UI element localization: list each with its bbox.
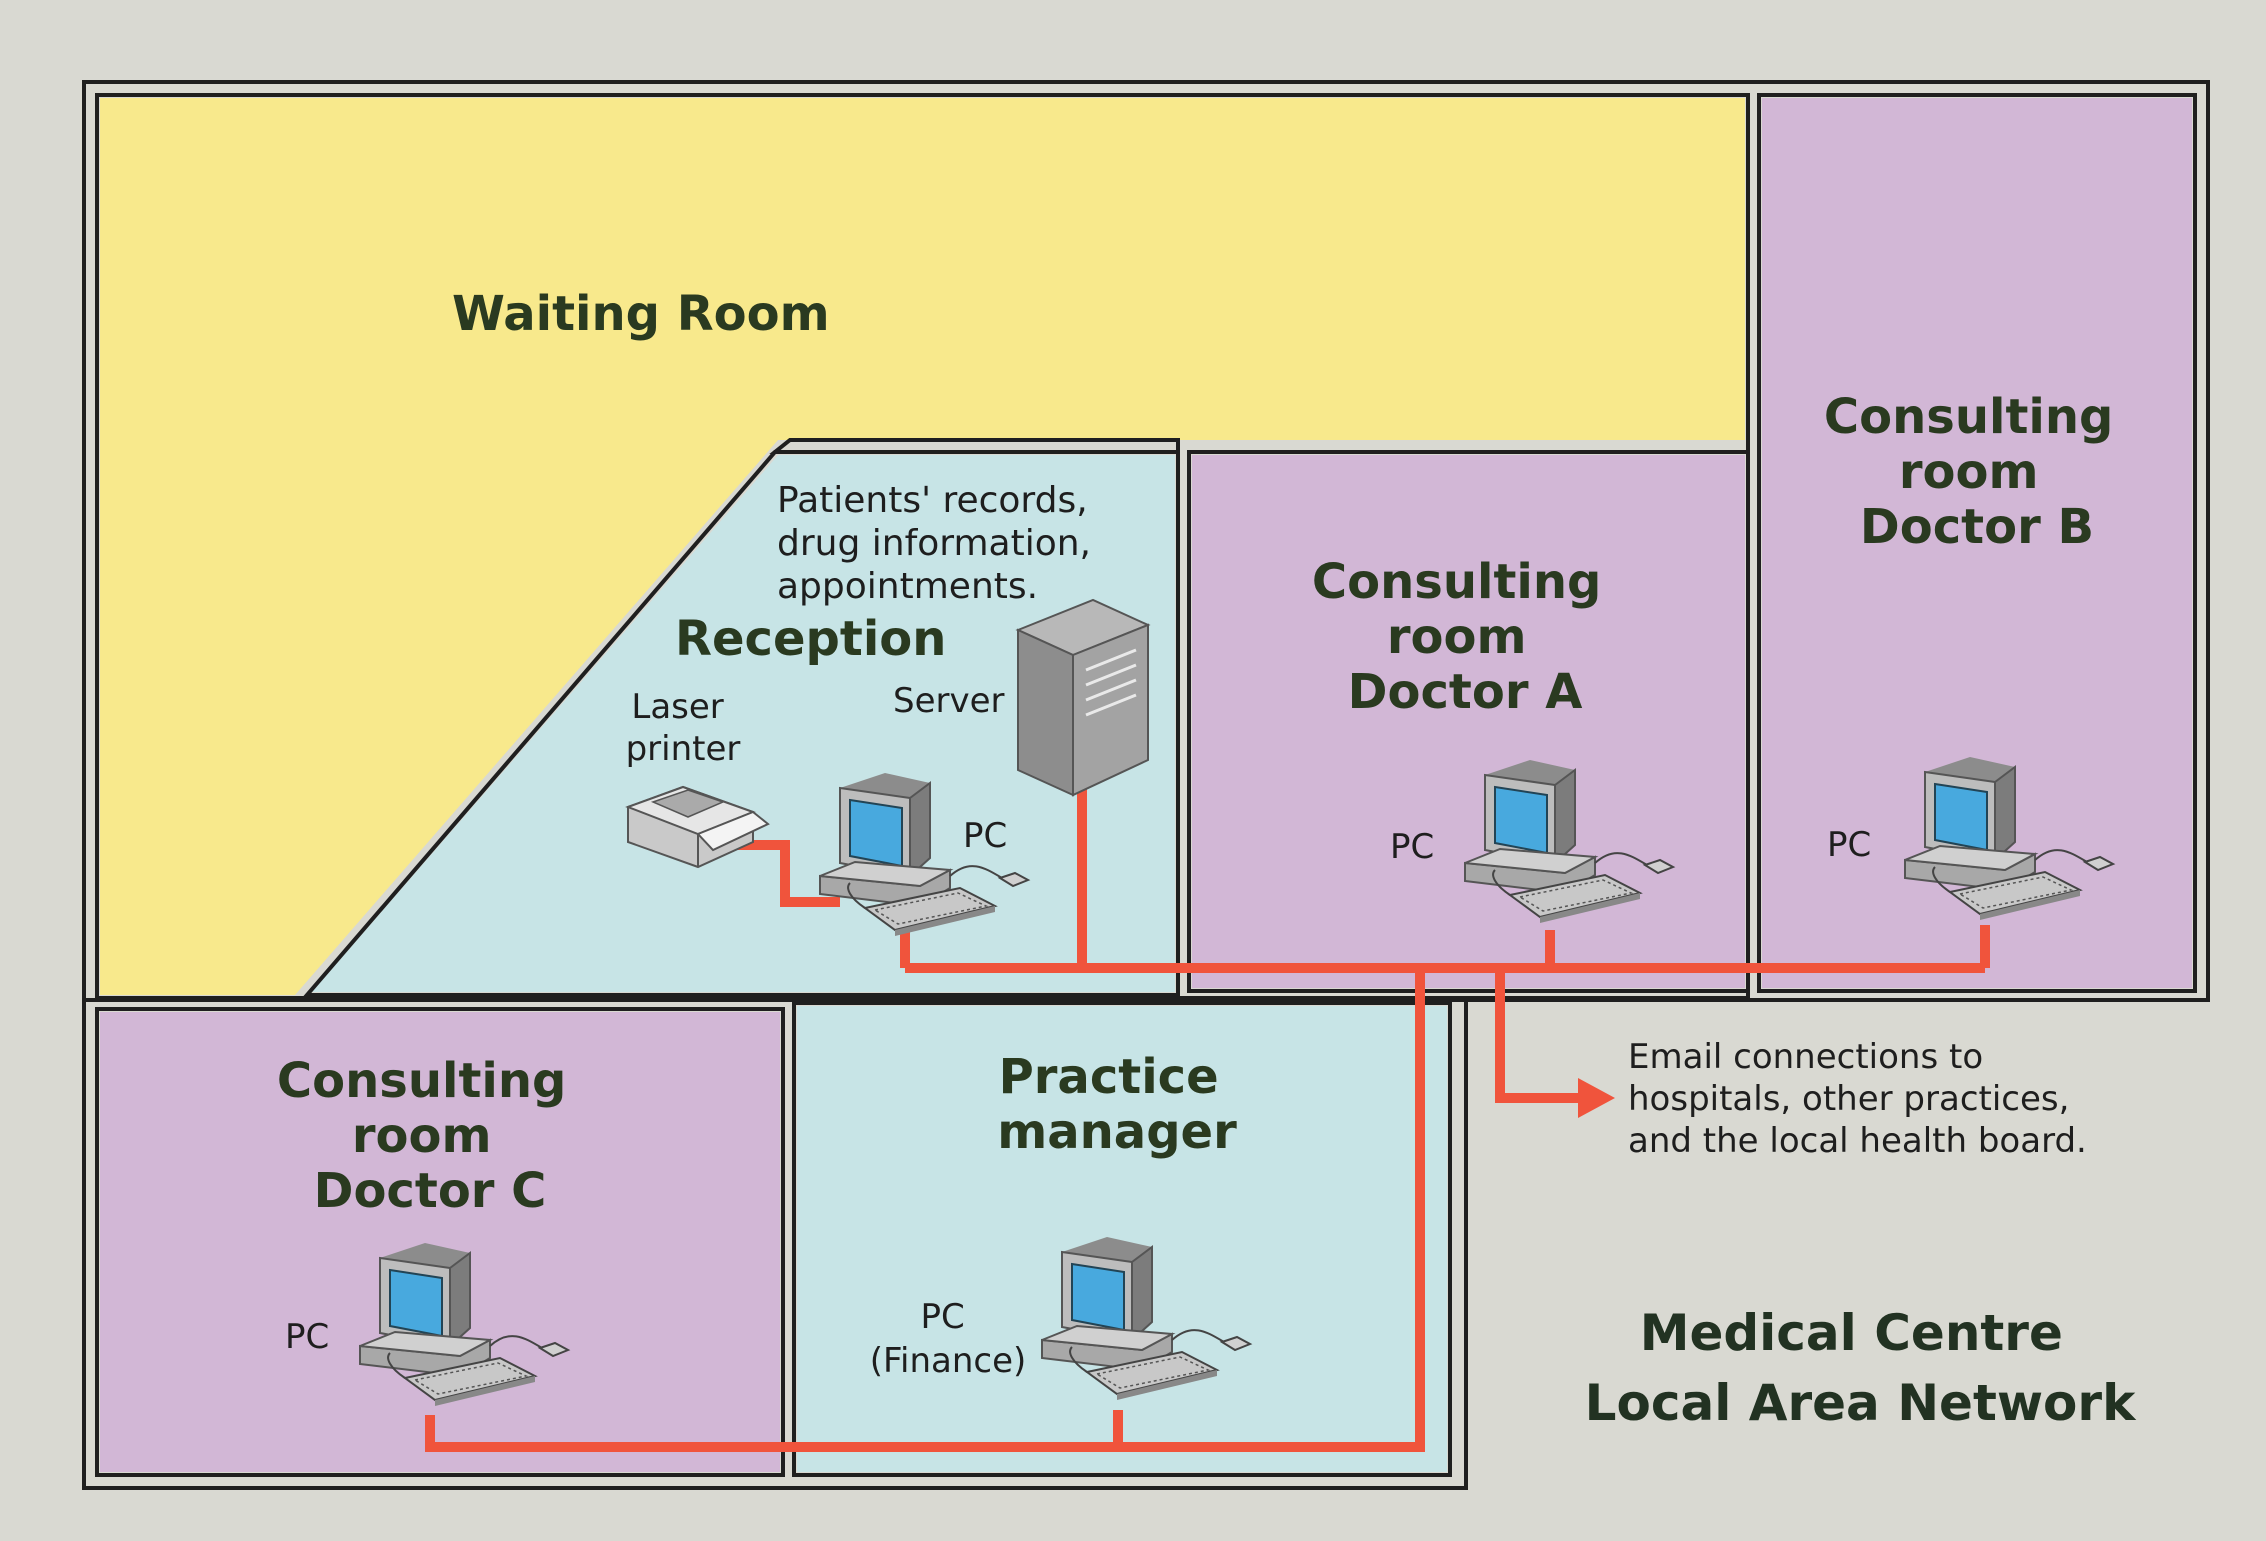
- email-connections-note: Email connections to hospitals, other pr…: [1628, 1037, 2087, 1161]
- doctor-c-pc-label: PC: [285, 1317, 329, 1357]
- reception-area: [312, 455, 1175, 992]
- diagram-title: Medical Centre Local Area Network: [1585, 1304, 2137, 1432]
- server-label: Server: [893, 681, 1005, 721]
- doctor-a-label: Consulting room Doctor A: [1312, 554, 1618, 720]
- laser-printer-icon: [625, 785, 770, 869]
- doctor-c-wall: [95, 1007, 785, 1477]
- doctor-b-label: Consulting room Doctor B: [1824, 389, 2130, 555]
- server-tower-icon: [1015, 598, 1151, 797]
- reception-note: Patients' records, drug information, app…: [777, 480, 1102, 607]
- doctor-a-wall: [1187, 450, 1750, 993]
- reception-label: Reception: [675, 611, 946, 667]
- reception-pc-label: PC: [963, 816, 1007, 856]
- doctor-b-wall: [1757, 93, 2197, 993]
- practice-manager-pc-label: PC (Finance): [870, 1297, 1027, 1381]
- laser-printer-label: Laser printer: [626, 687, 741, 769]
- consulting-room-doctor-a-area: [1192, 455, 1745, 988]
- waiting-room-label: Waiting Room: [452, 286, 830, 342]
- doctor-b-pc-label: PC: [1827, 825, 1871, 865]
- doctor-c-label: Consulting room Doctor C: [277, 1053, 583, 1219]
- email-arrow-head: [1578, 1078, 1615, 1118]
- practice-manager-wall: [792, 1001, 1452, 1477]
- doctor-a-pc-label: PC: [1390, 827, 1434, 867]
- practice-manager-label: Practice manager: [997, 1049, 1237, 1160]
- waiting-room-area: [100, 98, 1745, 995]
